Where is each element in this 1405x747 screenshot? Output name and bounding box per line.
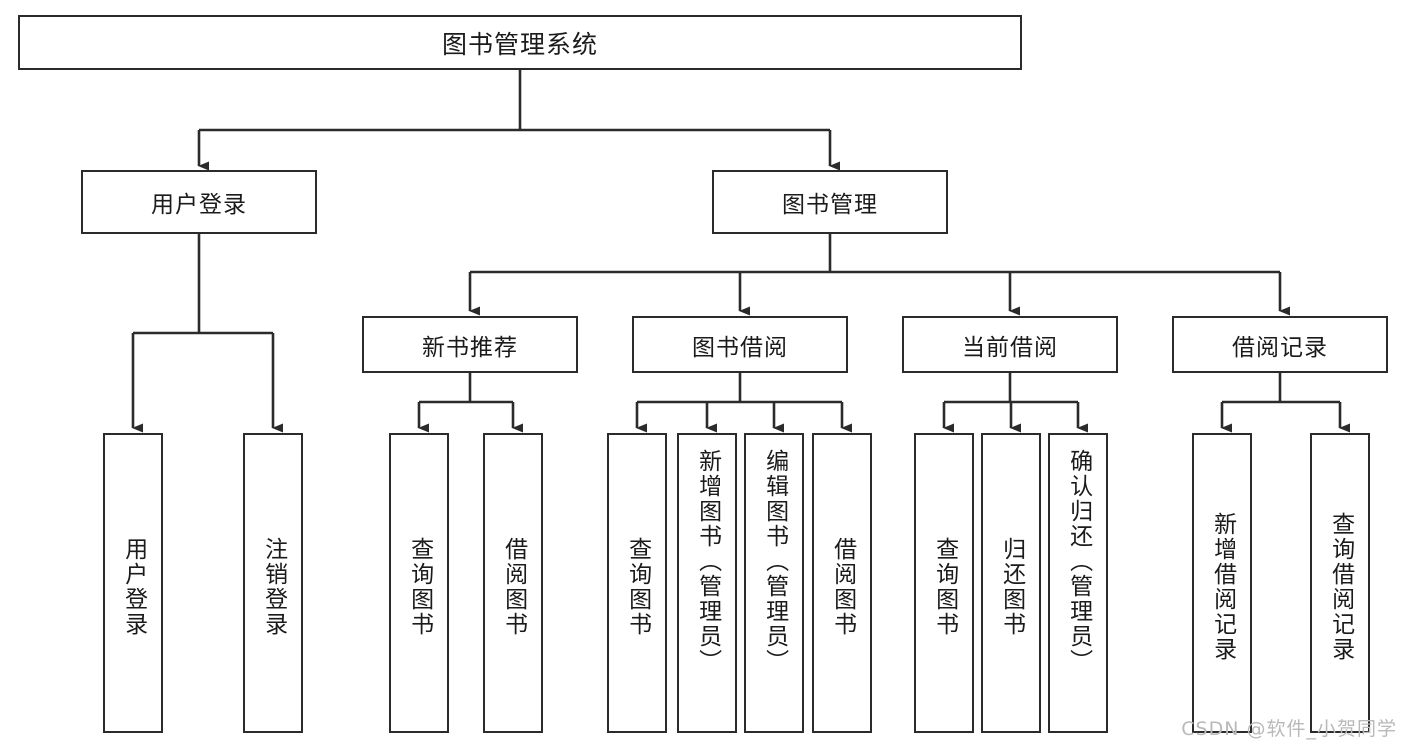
leaf-borrow-query-book[interactable]: 查询图书 <box>607 433 667 733</box>
leaf-content: 查询图书 <box>391 443 447 731</box>
leaf-current-query-book[interactable]: 查询图书 <box>914 433 974 733</box>
leaf-content: 查询图书 <box>916 443 972 731</box>
leaf-user-login-logout[interactable]: 注销登录 <box>243 433 303 733</box>
node-current-borrow-label: 当前借阅 <box>962 334 1058 361</box>
leaf-label: 编辑图书（管理员） <box>761 449 788 674</box>
leaf-content: 新增借阅记录 <box>1194 443 1250 731</box>
leaf-label: 新增图书（管理员） <box>694 449 721 674</box>
leaf-label: 用户登录 <box>120 537 147 637</box>
node-root[interactable]: 图书管理系统 <box>18 15 1022 70</box>
leaf-content: 编辑图书（管理员） <box>746 443 802 731</box>
node-user-login-label: 用户登录 <box>151 192 247 218</box>
leaf-content: 归还图书 <box>983 443 1039 731</box>
leaf-content: 查询借阅记录 <box>1312 443 1368 731</box>
leaf-borrow-borrow-book[interactable]: 借阅图书 <box>812 433 872 733</box>
leaf-content: 借阅图书 <box>814 443 870 731</box>
leaf-content: 查询图书 <box>609 443 665 731</box>
node-borrow-record[interactable]: 借阅记录 <box>1172 316 1388 373</box>
node-borrow-record-label: 借阅记录 <box>1232 334 1328 361</box>
leaf-label: 新增借阅记录 <box>1209 512 1236 662</box>
leaf-content: 注销登录 <box>245 443 301 731</box>
node-user-login[interactable]: 用户登录 <box>81 170 317 234</box>
leaf-label: 查询借阅记录 <box>1327 512 1354 662</box>
leaf-recommend-borrow-book[interactable]: 借阅图书 <box>483 433 543 733</box>
leaf-recommend-query-book[interactable]: 查询图书 <box>389 433 449 733</box>
leaf-content: 新增图书（管理员） <box>679 443 735 731</box>
leaf-label: 注销登录 <box>260 537 287 637</box>
node-current-borrow[interactable]: 当前借阅 <box>902 316 1118 373</box>
leaf-user-login-login[interactable]: 用户登录 <box>103 433 163 733</box>
leaf-label: 查询图书 <box>931 537 958 637</box>
node-new-book-recommend[interactable]: 新书推荐 <box>362 316 578 373</box>
watermark-text: CSDN @软件_小贺同学 <box>1181 718 1397 740</box>
leaf-label: 借阅图书 <box>829 537 856 637</box>
leaf-borrow-add-book[interactable]: 新增图书（管理员） <box>677 433 737 733</box>
leaf-label: 查询图书 <box>624 537 651 637</box>
leaf-label: 借阅图书 <box>500 537 527 637</box>
node-book-borrow-label: 图书借阅 <box>692 334 788 361</box>
leaf-label: 归还图书 <box>998 537 1025 637</box>
node-book-management[interactable]: 图书管理 <box>712 170 948 234</box>
leaf-record-add-record[interactable]: 新增借阅记录 <box>1192 433 1252 733</box>
leaf-current-confirm-return[interactable]: 确认归还（管理员） <box>1048 433 1108 733</box>
leaf-content: 借阅图书 <box>485 443 541 731</box>
leaf-current-return-book[interactable]: 归还图书 <box>981 433 1041 733</box>
leaf-content: 用户登录 <box>105 443 161 731</box>
node-book-management-label: 图书管理 <box>782 192 878 218</box>
leaf-content: 确认归还（管理员） <box>1050 443 1106 731</box>
node-new-book-recommend-label: 新书推荐 <box>422 334 518 361</box>
leaf-label: 查询图书 <box>406 537 433 637</box>
leaf-record-query-record[interactable]: 查询借阅记录 <box>1310 433 1370 733</box>
node-book-borrow[interactable]: 图书借阅 <box>632 316 848 373</box>
leaf-label: 确认归还（管理员） <box>1065 449 1092 674</box>
node-root-label: 图书管理系统 <box>441 29 598 59</box>
leaf-borrow-edit-book[interactable]: 编辑图书（管理员） <box>744 433 804 733</box>
